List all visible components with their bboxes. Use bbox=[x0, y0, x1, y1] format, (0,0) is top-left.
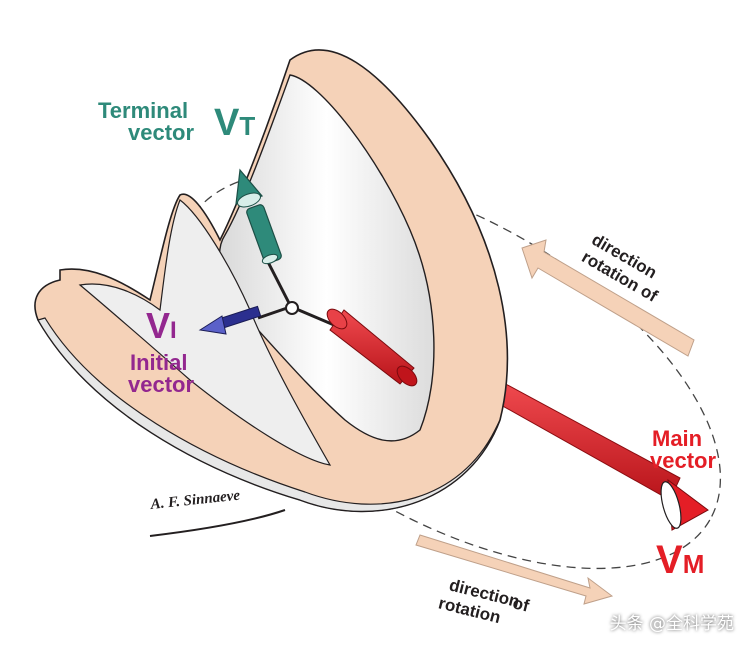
main-vector-label-line2: vector bbox=[650, 448, 717, 473]
initial-vector-label-line2: vector bbox=[128, 372, 195, 397]
terminal-vector-label-line1: Terminal bbox=[98, 98, 189, 123]
rotation-arrow-lower bbox=[415, 534, 614, 605]
main-vector-label: Main vector bbox=[650, 428, 716, 472]
terminal-vector-label-line2: vector bbox=[128, 120, 195, 145]
vector-origin bbox=[285, 301, 299, 315]
source-watermark: 头条 @全科学苑 bbox=[609, 614, 734, 634]
initial-vector-arrow bbox=[198, 305, 291, 335]
initial-vector-label-line1: Initial bbox=[130, 350, 188, 375]
terminal-vector-arrow bbox=[235, 168, 292, 306]
terminal-subscript: T bbox=[239, 111, 256, 141]
main-vector-inner bbox=[293, 306, 418, 387]
main-v: V bbox=[656, 538, 683, 582]
main-vector-head bbox=[660, 478, 709, 531]
initial-subscript: I bbox=[170, 317, 177, 344]
initial-vector-symbol: VI bbox=[146, 308, 177, 344]
loop-rim-band bbox=[37, 317, 501, 512]
main-vector-symbol: VM bbox=[656, 540, 704, 580]
terminal-v: V bbox=[214, 102, 240, 144]
main-vector-label-line1: Main bbox=[652, 426, 703, 451]
terminal-vector-label: Terminal vector bbox=[98, 100, 194, 144]
initial-vector-label: Initial vector bbox=[128, 352, 194, 396]
signature-underline bbox=[149, 509, 286, 537]
initial-v: V bbox=[146, 305, 171, 346]
terminal-vector-symbol: VT bbox=[214, 104, 255, 142]
main-subscript: M bbox=[682, 549, 705, 579]
rotation-arrow-upper bbox=[521, 239, 695, 357]
